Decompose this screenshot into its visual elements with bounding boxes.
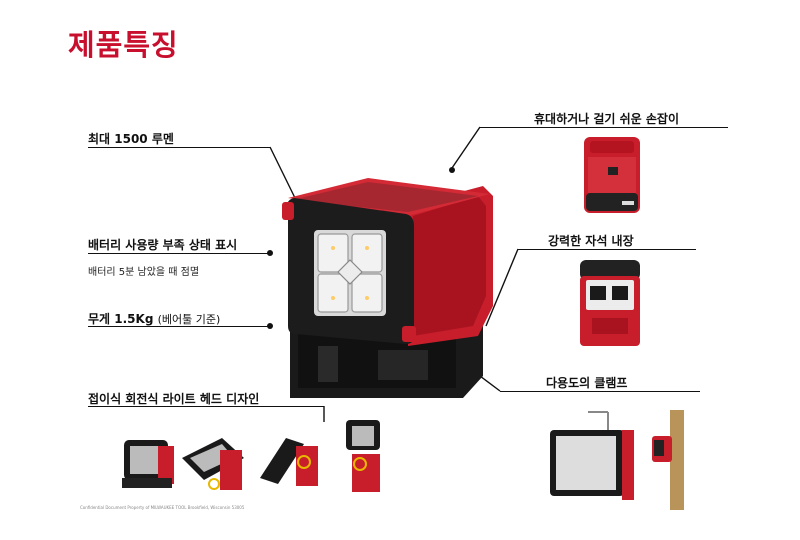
feature-label-magnet: 강력한 자석 내장 bbox=[548, 234, 634, 248]
leader-line-handle bbox=[480, 127, 728, 129]
feature-weight-note: (베어툴 기준) bbox=[157, 313, 221, 326]
feature-sub-battery: 배터리 5분 남았을 때 점멸 bbox=[88, 267, 200, 278]
leader-dot-weight bbox=[267, 323, 273, 329]
leader-line-lumens bbox=[88, 147, 270, 149]
leader-line-clamp bbox=[500, 391, 700, 393]
feature-label-handle: 휴대하거나 걸기 쉬운 손잡이 bbox=[534, 112, 680, 126]
feature-weight-main: 무게 1.5Kg bbox=[88, 312, 154, 326]
page-title: 제품특징 bbox=[68, 28, 179, 62]
handle-image bbox=[584, 137, 640, 213]
leader-line-weight bbox=[88, 326, 270, 328]
feature-label-battery: 배터리 사용량 부족 상태 표시 bbox=[88, 238, 238, 252]
fold-sequence-images bbox=[122, 420, 380, 492]
feature-label-clamp: 다용도의 클램프 bbox=[546, 376, 628, 390]
leader-dot-battery bbox=[267, 250, 273, 256]
leader-line-magnet bbox=[518, 249, 696, 251]
confidential-note: Confidential Document Property of MILWAU… bbox=[80, 505, 245, 510]
leader-line-foldable bbox=[88, 406, 324, 408]
product-main-image bbox=[282, 178, 493, 398]
feature-label-foldable: 접이식 회전식 라이트 헤드 디자인 bbox=[88, 392, 260, 406]
feature-label-lumens: 최대 1500 루멘 bbox=[88, 132, 174, 146]
clamp-image bbox=[550, 410, 684, 510]
leader-line-battery bbox=[88, 253, 270, 255]
feature-label-weight: 무게 1.5Kg (베어툴 기준) bbox=[88, 310, 220, 327]
magnet-image bbox=[580, 260, 640, 346]
